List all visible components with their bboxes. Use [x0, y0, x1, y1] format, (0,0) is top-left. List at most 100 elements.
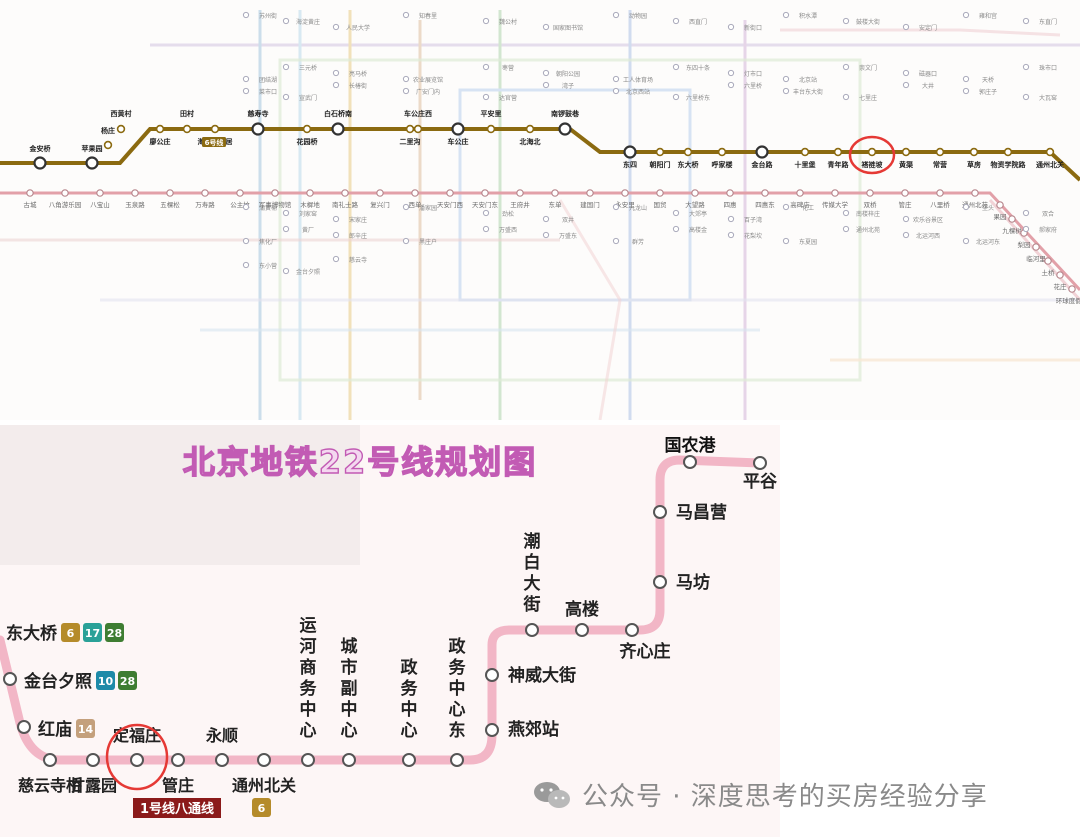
minor-station-labels: 苏州街海淀黄庄人民大学知春里魏公村国家图书馆动物园西直门新街口积水潭鼓楼大街安定… — [242, 11, 1057, 276]
line1-station-label: 军事博物馆 — [259, 200, 292, 209]
watermark-text: 公众号 · 深度思考的买房经验分享 — [582, 782, 988, 812]
minor-station-label: 北运河西 — [916, 232, 940, 240]
line1-station-label: 万寿路 — [195, 200, 215, 209]
line1-station-label: 王府井 — [510, 200, 530, 209]
line6-station-dot — [969, 147, 979, 157]
minor-station-label: 万盛东 — [559, 232, 577, 240]
line6-station-label: 平安里 — [481, 109, 502, 118]
minor-station-dot — [842, 17, 850, 25]
minor-station-label: 动物园 — [629, 12, 647, 20]
line1-station-label: 永安里 — [615, 200, 635, 209]
minor-station-label: 天桥 — [982, 76, 994, 84]
minor-station-label: 鼓楼大街 — [856, 18, 880, 26]
minor-station-label: 灯市口 — [744, 70, 762, 78]
line-badge-label: 17 — [85, 627, 100, 640]
station-label: 齐心庄 — [620, 641, 671, 662]
line1-station-dot — [1068, 285, 1076, 293]
line6-station-dot — [1003, 147, 1013, 157]
line1-station-label: 国贸 — [654, 200, 668, 209]
minor-station-label: 大瓦窑 — [1039, 94, 1057, 102]
minor-station-label: 南楼梓庄 — [856, 210, 880, 218]
line6-station-label: 物资学院路 — [991, 160, 1027, 169]
minor-station-label: 七里庄 — [859, 94, 877, 102]
minor-station-dot — [242, 261, 250, 269]
line1-station-dot — [341, 189, 349, 197]
minor-station-dot — [672, 17, 680, 25]
line6-station-label: 东四 — [623, 160, 637, 169]
line6-station-dot — [901, 147, 911, 157]
line1-station-dot — [1044, 257, 1052, 265]
station-label: 神威大街 — [508, 665, 576, 686]
line6-station-label: 通州北关 — [1036, 160, 1064, 169]
line1-station-label: 通州北苑 — [962, 200, 989, 209]
minor-station-label: 北京西站 — [626, 88, 650, 96]
line6-station-dot — [210, 124, 220, 134]
line22-station-dot — [215, 753, 229, 767]
line6-station-dot — [103, 140, 113, 150]
minor-station-label: 东四十条 — [686, 64, 710, 72]
minor-station-dot — [282, 267, 290, 275]
highlight-ring-bottom — [105, 723, 169, 791]
line6-station-dot — [1045, 147, 1055, 157]
line6-station-label: 十里堡 — [795, 160, 817, 169]
minor-station-dot — [727, 231, 735, 239]
minor-station-dot — [402, 203, 410, 211]
line1-station-label: 管庄 — [899, 200, 913, 209]
line22-station-dot — [575, 623, 589, 637]
minor-station-dot — [242, 87, 250, 95]
minor-station-dot — [842, 63, 850, 71]
station-label-char: 心 — [300, 721, 317, 741]
minor-station-dot — [842, 225, 850, 233]
minor-station-label: 东直门 — [1039, 18, 1057, 26]
line1-station-label: 大望路 — [685, 200, 705, 209]
minor-station-dot — [727, 69, 735, 77]
minor-station-label: 蒲黄榆 — [259, 204, 277, 212]
minor-station-label: 宣武门 — [299, 94, 317, 102]
minor-station-dot — [902, 231, 910, 239]
minor-station-label: 崇文门 — [859, 64, 877, 72]
minor-station-label: 郭庄子 — [979, 88, 997, 96]
line22-station-dot — [43, 753, 57, 767]
line22-station-dot — [450, 753, 464, 767]
line1-station-label: 临河里 — [1026, 254, 1046, 263]
minor-station-label: 群芳 — [632, 238, 644, 246]
station-label-char: 政 — [401, 657, 419, 678]
line1-station-label: 公主坟 — [230, 200, 250, 209]
line1-station-dot — [26, 189, 34, 197]
station-label-char: 商 — [300, 657, 317, 678]
line-badge-14 — [76, 719, 95, 738]
minor-station-label: 双井 — [562, 216, 574, 224]
line6-station-dot — [717, 147, 727, 157]
minor-station-dot — [482, 209, 490, 217]
map-title: 北京地铁22号线规划图 — [183, 443, 538, 481]
minor-station-label: 刘家窑 — [299, 210, 317, 218]
minor-station-dot — [482, 17, 490, 25]
line6-station-label: 花园桥 — [297, 137, 319, 146]
minor-station-dot — [782, 87, 790, 95]
minor-station-label: 花梨坎 — [744, 232, 762, 240]
line1-station-dot — [1056, 271, 1064, 279]
station-label-char: 城 — [341, 637, 358, 657]
line1-station-label: 传媒大学 — [822, 200, 849, 209]
line22-station-dot — [17, 720, 31, 734]
minor-station-dot — [672, 63, 680, 71]
station-label-char: 心 — [341, 721, 358, 741]
line1-station-label: 土桥 — [1042, 268, 1056, 277]
minor-station-dot — [1022, 225, 1030, 233]
line1-station-dot — [166, 189, 174, 197]
top-subway-map: 古城八角游乐园八宝山玉泉路五棵松万寿路公主坟军事博物馆木樨地南礼士路复兴门西单天… — [0, 10, 1080, 420]
station-label: 平谷 — [743, 472, 778, 492]
line6-station-label: 呼家楼 — [712, 160, 733, 169]
minor-station-dot — [482, 225, 490, 233]
line1-station-label: 八里桥 — [930, 200, 950, 209]
minor-station-label: 北京站 — [799, 76, 817, 84]
line1-station-label: 高碑店 — [790, 200, 810, 209]
line6-station-dot — [182, 124, 192, 134]
line-badge-label: 28 — [107, 627, 122, 640]
line1-station-label: 玉泉路 — [125, 200, 145, 209]
line-6: 金安桥苹果园杨庄西黄村廖公庄田村海淀五路居慈寿寺花园桥白石桥南二里沟车公庄西车公… — [0, 109, 1080, 182]
minor-station-dot — [332, 69, 340, 77]
minor-station-dot — [782, 237, 790, 245]
minor-station-dot — [727, 23, 735, 31]
